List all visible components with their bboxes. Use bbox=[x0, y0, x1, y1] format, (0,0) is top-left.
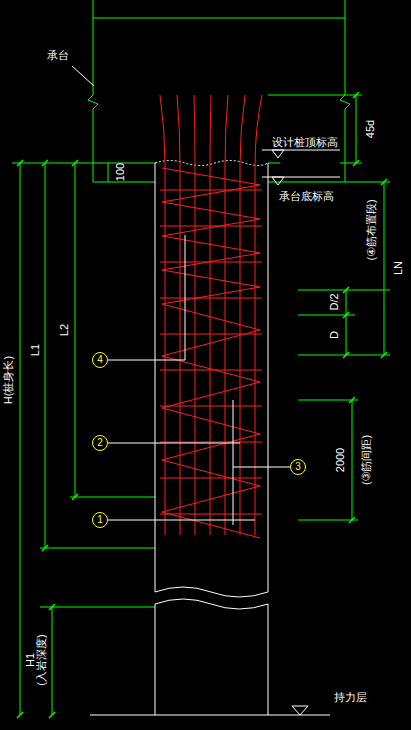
dimension-text: 2000 bbox=[335, 448, 346, 472]
dimension-text: 45d bbox=[365, 120, 376, 138]
cap-label: 承台 bbox=[47, 50, 69, 61]
cap-outline bbox=[88, 0, 350, 182]
elevation-label: 设计桩顶标高 bbox=[272, 137, 338, 148]
dimension-ticks bbox=[17, 92, 387, 718]
dimension-text: H1 bbox=[25, 653, 36, 667]
dimension-text: LN bbox=[393, 261, 404, 275]
dimension-note: (④筋布置段) bbox=[366, 199, 377, 260]
dimension-text: D/2 bbox=[329, 293, 340, 310]
dimension-text: L2 bbox=[59, 324, 70, 336]
pile-outline bbox=[72, 66, 340, 715]
callout-number: 1 bbox=[92, 512, 108, 528]
dimension-text: D bbox=[329, 331, 340, 339]
dimension-text: 100 bbox=[115, 163, 126, 181]
dimension-text: H(桩身长) bbox=[3, 356, 14, 404]
dimension-note: (③筋间距) bbox=[361, 435, 372, 485]
dimension-note: (入岩深度) bbox=[36, 634, 47, 685]
callout-number: 2 bbox=[92, 435, 108, 451]
elevation-label: 承台底标高 bbox=[279, 191, 334, 202]
stratum-label: 持力层 bbox=[334, 692, 367, 703]
dimension-lines bbox=[12, 95, 390, 715]
callout-number: 4 bbox=[92, 352, 108, 368]
callout-number: 3 bbox=[290, 459, 306, 475]
callout-leaders bbox=[108, 235, 290, 525]
dimension-text: L1 bbox=[30, 344, 41, 356]
reinforcement-cage bbox=[160, 95, 262, 538]
